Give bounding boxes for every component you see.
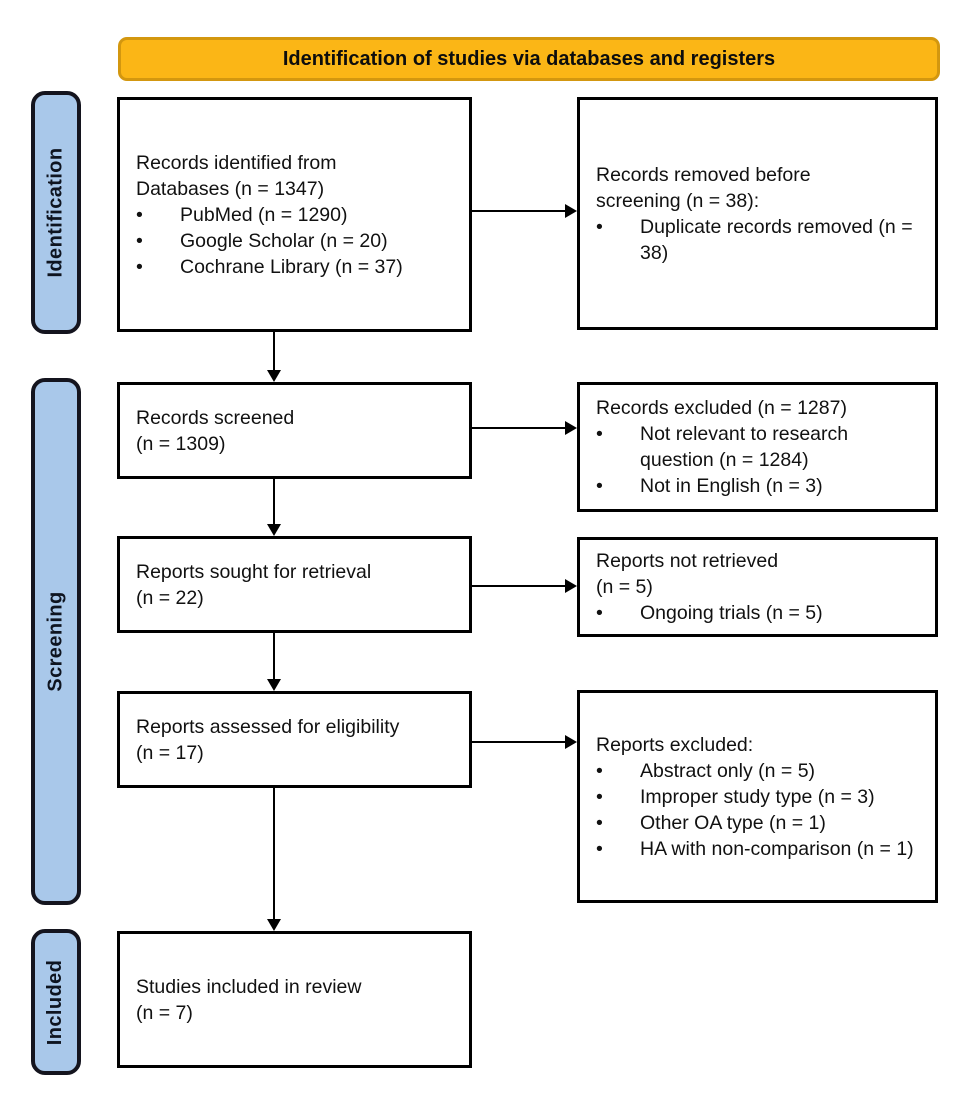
box-records-excluded: Records excluded (n = 1287) • Not releva… [577,382,938,512]
box-line: Records removed before [596,163,811,186]
bullet-text: Google Scholar (n = 20) [180,229,388,252]
list-item: • Not in English (n = 3) [596,473,927,499]
list-item: • Abstract only (n = 5) [596,758,927,784]
bullet-icon: • [136,229,143,252]
stage-identification: Identification [31,91,81,334]
bullet-text: HA with non-comparison (n = 1) [640,837,914,860]
bullet-icon: • [596,602,603,624]
box-reports-not-retrieved: Reports not retrieved (n = 5) • Ongoing … [577,537,938,637]
bullet-icon: • [136,255,143,278]
bullet-text: Not in English (n = 3) [640,475,823,497]
box-line: Databases (n = 1347) [136,177,325,200]
bullet-text: Cochrane Library (n = 37) [180,255,403,278]
box-line: Records screened [136,406,295,429]
box-line: Records excluded (n = 1287) [596,397,847,419]
bullet-icon: • [596,215,603,238]
bullet-text: Other OA type (n = 1) [640,811,826,834]
bullet-icon: • [596,785,603,808]
banner: Identification of studies via databases … [118,37,940,81]
list-item: • HA with non-comparison (n = 1) [596,836,927,862]
bullet-icon: • [136,203,143,226]
bullet-text: Ongoing trials (n = 5) [640,602,823,624]
stage-screening-label: Screening [44,591,67,692]
bullet-icon: • [596,759,603,782]
list-item: • Cochrane Library (n = 37) [136,254,461,280]
bullet-text: Abstract only (n = 5) [640,759,816,782]
box-line: (n = 22) [136,586,204,609]
bullet-icon: • [596,837,603,860]
stage-identification-label: Identification [44,147,67,278]
list-item: • Duplicate records removed (n = 38) [596,214,927,266]
banner-title: Identification of studies via databases … [282,47,776,70]
box-records-removed: Records removed before screening (n = 38… [577,97,938,330]
box-line: Reports sought for retrieval [136,560,372,583]
box-line: screening (n = 38): [596,189,760,212]
box-reports-assessed: Reports assessed for eligibility (n = 17… [117,691,472,788]
bullet-icon: • [596,475,603,497]
bullet-icon: • [596,423,603,445]
list-item: • Not relevant to research question (n =… [596,421,927,473]
box-line: Records identified from [136,151,337,174]
box-reports-excluded: Reports excluded: • Abstract only (n = 5… [577,690,938,903]
box-line: (n = 17) [136,741,204,764]
list-item: • Google Scholar (n = 20) [136,228,461,254]
bullet-text: Not relevant to research question (n = 1… [640,423,849,471]
bullet-icon: • [596,811,603,834]
bullet-text: Improper study type (n = 3) [640,785,875,808]
box-records-identified: Records identified from Databases (n = 1… [117,97,472,332]
box-studies-included: Studies included in review (n = 7) [117,931,472,1068]
box-line: Studies included in review [136,975,362,998]
box-line: (n = 7) [136,1001,193,1024]
box-line: Reports assessed for eligibility [136,715,400,738]
box-line: (n = 5) [596,576,653,598]
box-line: Reports not retrieved [596,550,779,572]
bullet-text: PubMed (n = 1290) [180,203,348,226]
stage-included: Included [31,929,81,1075]
box-reports-sought: Reports sought for retrieval (n = 22) [117,536,472,633]
bullet-text: Duplicate records removed (n = 38) [640,215,913,264]
box-line: (n = 1309) [136,432,226,455]
box-line: Reports excluded: [596,733,754,756]
list-item: • Ongoing trials (n = 5) [596,600,927,626]
box-records-screened: Records screened (n = 1309) [117,382,472,479]
stage-included-label: Included [44,959,67,1045]
list-item: • PubMed (n = 1290) [136,202,461,228]
list-item: • Improper study type (n = 3) [596,784,927,810]
stage-screening: Screening [31,378,81,905]
list-item: • Other OA type (n = 1) [596,810,927,836]
